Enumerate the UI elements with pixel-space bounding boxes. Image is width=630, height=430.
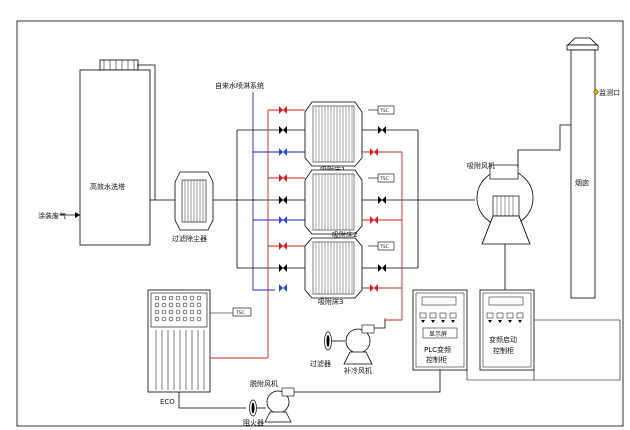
water-tower-label: 高效水洗塔 (90, 182, 125, 191)
desorb-fan-outlet (294, 370, 441, 393)
sampling-port-label: 监测口 (599, 88, 620, 97)
small-filter (324, 331, 332, 351)
adsorber-bed-1-label: 吸附床1 (320, 165, 345, 174)
plc-cabinet (412, 289, 468, 371)
adsorber-bed-3 (304, 237, 363, 299)
small-filter-label: 过滤器 (310, 359, 331, 368)
water-tower (60, 59, 175, 246)
desorption-fan (264, 387, 295, 423)
adsorption-fan-label: 吸附风机 (467, 161, 495, 170)
sampling-port (593, 89, 599, 95)
cooling-fan (343, 324, 375, 365)
hot-air-return (384, 318, 402, 321)
adsorber-bed-1 (304, 101, 363, 167)
water-spray-label: 自来水喷淋系统 (215, 81, 264, 90)
vfd-cabinet-label-line2: 控制柜 (493, 346, 514, 355)
fan-to-chimney-duct (517, 124, 578, 167)
filter-dust-remover (174, 171, 214, 231)
flame-arrester (249, 399, 257, 417)
chimney-label: 烟囱 (575, 178, 589, 187)
desorption-fan-label: 脱附风机 (250, 379, 278, 388)
adsorber-bed-3-label: 吸附床3 (318, 297, 343, 306)
chimney (566, 37, 599, 299)
tsc-box-2: TSC (368, 173, 395, 183)
eco-label: ECO (160, 398, 175, 406)
adsorber-bed-2 (304, 169, 363, 235)
plc-display-label: 显示屏 (429, 331, 447, 338)
valve-markers (279, 106, 386, 292)
tsc-box-3: TSC (368, 241, 395, 251)
adsorption-fan (476, 164, 534, 245)
drawing-frame (16, 20, 624, 427)
svg-text:TSC: TSC (379, 176, 389, 182)
svg-text:TSC: TSC (379, 244, 389, 250)
svg-text:TSC: TSC (379, 108, 389, 114)
tsc-box-1: TSC (368, 105, 395, 115)
vfd-cabinet (479, 289, 535, 371)
flame-arrester-label: 阻火器 (243, 418, 264, 427)
tsc-box-eco: TSC (210, 307, 252, 317)
cooling-fan-label: 补冷风机 (344, 366, 372, 375)
plc-cabinet-label-line1: PLC变频 (424, 345, 451, 354)
waste-gas-inlet-label: 涂装废气 (38, 211, 66, 220)
vfd-cabinet-label-line1: 变频启动 (489, 335, 517, 344)
eco-unit (147, 289, 211, 393)
adsorber-bed-2-label: 吸附床2 (332, 230, 357, 239)
filter-dust-remover-label: 过滤除尘器 (172, 234, 207, 243)
eco-to-desorb-fan (178, 392, 246, 409)
plc-cabinet-label-line2: 控制柜 (426, 355, 447, 364)
control-signal-line (467, 319, 621, 381)
svg-text:TSC: TSC (235, 310, 245, 316)
water-spray-main (252, 92, 275, 291)
